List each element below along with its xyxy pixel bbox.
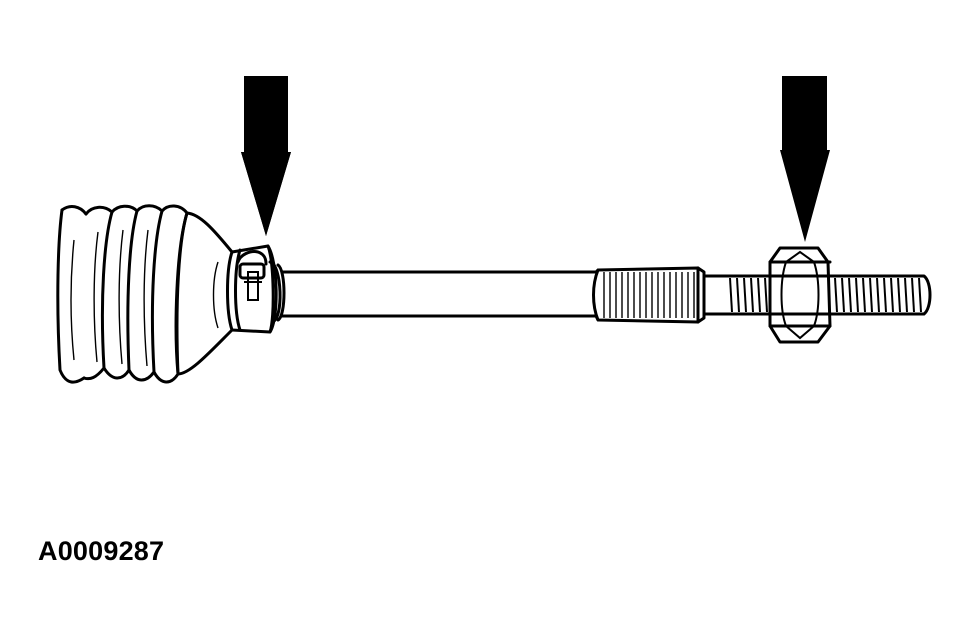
thread-line (911, 277, 915, 313)
thread-line (862, 277, 866, 313)
threaded-end (724, 274, 932, 316)
thread-line (736, 277, 740, 313)
boot-clamp (226, 244, 286, 334)
thread-line (855, 277, 859, 313)
boot (56, 204, 234, 384)
thread-line (869, 277, 873, 313)
nut-arrow (780, 76, 830, 242)
thread-line (841, 277, 845, 313)
thread-line (757, 277, 761, 313)
spline-lines (603, 272, 695, 318)
jam-nut (768, 246, 832, 344)
thread-line (750, 277, 754, 313)
figure-id-caption: A0009287 (38, 536, 165, 566)
thread-line (729, 277, 733, 313)
thread-line (876, 277, 880, 313)
thread-line (890, 277, 894, 313)
thread-line (743, 277, 747, 313)
thread-lines (729, 277, 922, 313)
splines (592, 266, 706, 324)
thread-line (904, 277, 908, 313)
thread-line (848, 277, 852, 313)
rod-neck (702, 274, 728, 316)
thread-line (918, 277, 922, 313)
thread-line (883, 277, 887, 313)
clamp-arrow (241, 76, 291, 236)
thread-line (764, 277, 768, 313)
thread-line (897, 277, 901, 313)
tie-rod-shaft (280, 270, 598, 318)
thread-line (834, 277, 838, 313)
